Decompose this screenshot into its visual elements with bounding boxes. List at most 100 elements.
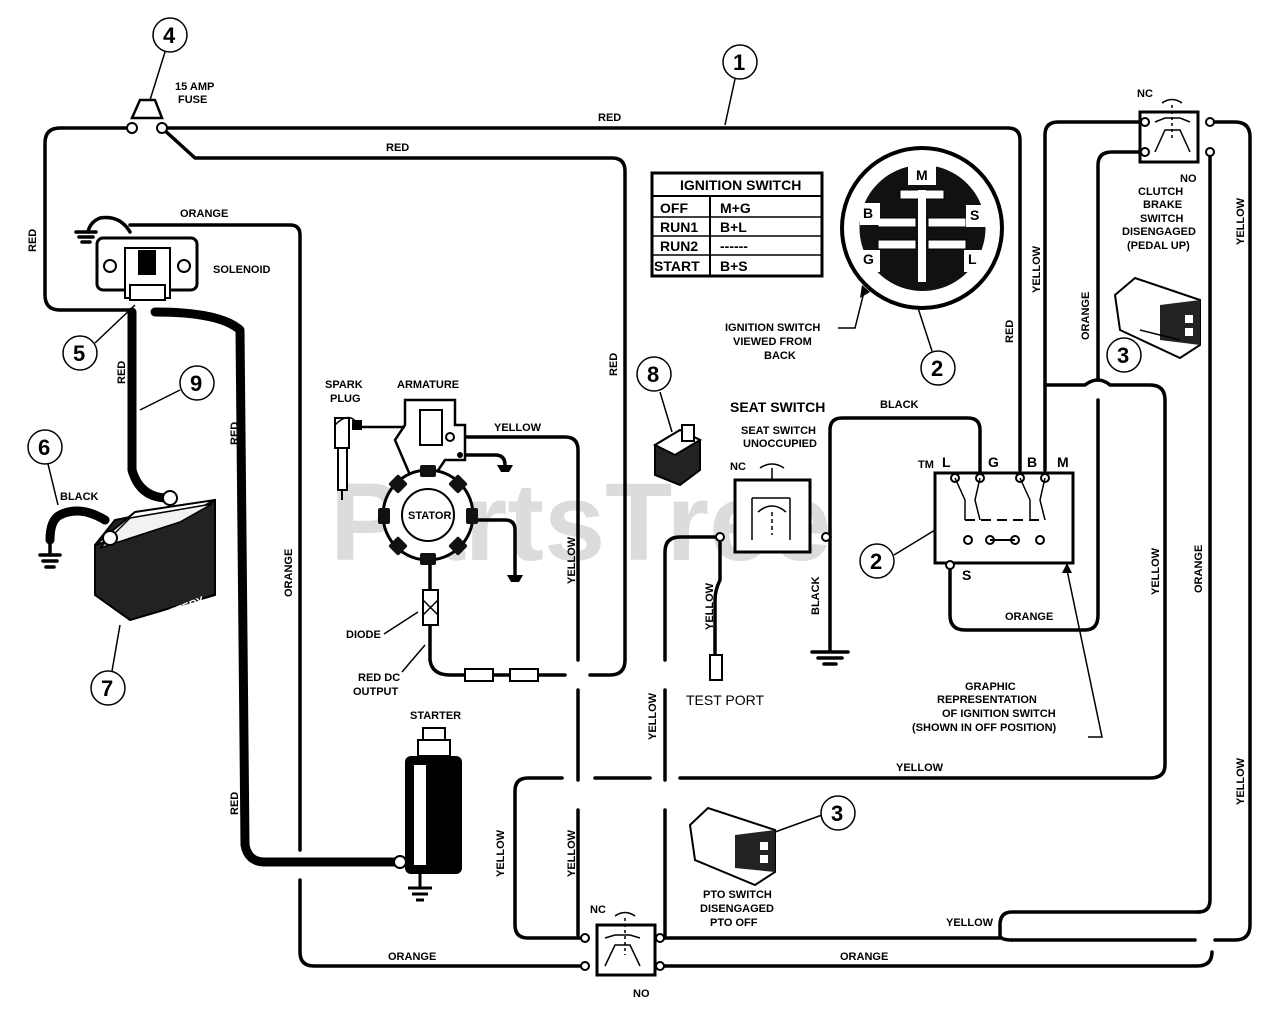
pto-label-3: PTO OFF [710,917,758,929]
graphic-label-2: REPRESENTATION [937,694,1037,706]
clutch-label-4: DISENGAGED [1122,226,1196,238]
ignition-table: IGNITION SWITCH OFF M+G RUN1 B+L RUN2 --… [650,171,824,278]
ign-view-label-3: BACK [764,350,796,362]
wire-label-black-3: BLACK [810,576,822,615]
fuse-label-2: FUSE [178,94,207,106]
ignition-table-title: IGNITION SWITCH [680,177,801,193]
wire-black-ignition [828,416,982,539]
cable-red-starter [150,307,305,867]
callout-1: 1 [733,50,745,75]
test-port-label: TEST PORT [686,692,765,708]
trademark: TM [918,459,934,471]
ign-row-2-pos: RUN2 [660,238,698,254]
pto-no-label: NO [633,988,650,1000]
pto-switch: NC NO PTO SWITCH DISENGAGED PTO OFF [580,889,774,1000]
wire-label-red-7: RED [608,353,620,376]
wire-label-yellow-7: YELLOW [896,762,944,774]
wire-orange-right [1196,150,1212,914]
terminal-g: G [863,251,874,267]
solenoid: SOLENOID [95,236,271,301]
terminal-m: M [916,167,928,183]
wire-label-yellow-12: YELLOW [1235,757,1247,805]
wire-orange-ignition [948,398,1100,632]
spark-plug: SPARK PLUG [325,379,363,500]
seat-switch-label: SEAT SWITCH [730,399,825,415]
wire-label-orange-2: ORANGE [283,549,295,597]
wire-label-orange-7: ORANGE [1193,545,1205,593]
ign-row-0-pos: OFF [660,200,688,216]
wire-label-yellow-2: YELLOW [566,536,578,584]
ign-row-0-conn: M+G [720,200,751,216]
ign-view-label-1: IGNITION SWITCH [725,322,820,334]
wire-label-yellow-10: YELLOW [1235,197,1247,245]
seat-nc-label: NC [730,461,746,473]
wire-labels: RED RED RED RED RED RED RED RED ORANGE O… [27,112,1247,963]
cable-battery-ground [45,506,110,545]
wire-label-orange-6: ORANGE [1080,292,1092,340]
wire-label-orange-3: ORANGE [388,951,436,963]
wire-yellow-loop [678,378,1167,780]
wire-label-red-2: RED [386,142,409,154]
seat-switch-part [652,391,703,487]
wire-red-left-loop [43,126,132,312]
callout-3b: 3 [831,801,843,826]
ignition-switch-back-view: M B S G L IGNITION SWITCH VIEWED FROM BA… [725,146,1004,362]
clutch-nc-label: NC [1137,88,1153,100]
spark-plug-label-1: SPARK [325,379,363,391]
wire-label-red-5: RED [229,422,241,445]
wire-label-black-1: BLACK [60,491,99,503]
ign-view-label-2: VIEWED FROM [733,336,812,348]
callout-2b: 2 [870,549,882,574]
callout-7: 7 [101,676,113,701]
ign-row-2-conn: ------ [720,238,748,254]
test-port: TEST PORT [686,654,765,708]
stator-label: STATOR [408,510,451,522]
clutch-brake-switch: NC NO CLUTCH BRAKE SWITCH DISENGAGED (PE… [1122,88,1215,252]
wire-yellow-armature [453,435,580,662]
red-dc-label-2: OUTPUT [353,686,399,698]
clutch-label-2: BRAKE [1143,199,1182,211]
fuse: 15 AMP FUSE [126,81,214,134]
graphic-label-3: OF IGNITION SWITCH [942,708,1056,720]
wire-label-orange-1: ORANGE [180,208,228,220]
wire-label-yellow-6: YELLOW [566,829,578,877]
armature-label: ARMATURE [397,379,459,391]
spark-plug-label-2: PLUG [330,393,361,405]
stator: STATOR [378,465,478,565]
ign-row-3-conn: B+S [720,258,748,274]
ign-row-1-pos: RUN1 [660,219,698,235]
wire-label-red-6: RED [229,792,241,815]
diode-label: DIODE [346,629,381,641]
ignition-switch-graphic: L G B M S GRAPHIC REPRESENTATION OF IGNI… [912,454,1103,738]
graphic-terminal-g: G [988,454,999,470]
wire-label-yellow-4: YELLOW [647,692,659,740]
callout-3a: 3 [1117,343,1129,368]
wire-orange-bottom-left [298,878,587,968]
diode: DIODE RED DC OUTPUT [346,589,439,698]
red-dc-label-1: RED DC [358,672,400,684]
battery: BATTERY [94,490,216,625]
starter-label: STARTER [410,710,461,722]
wire-label-yellow-5: YELLOW [495,829,507,877]
starter: STARTER [393,710,462,902]
seat-unoccupied-2: UNOCCUPIED [743,438,817,450]
solenoid-label: SOLENOID [213,264,271,276]
callout-2a: 2 [931,356,943,381]
callout-4: 4 [163,23,176,48]
pto-label-2: DISENGAGED [700,903,774,915]
clutch-label-3: SWITCH [1140,213,1183,225]
ign-row-3-pos: START [654,258,700,274]
clutch-switch-part [1113,276,1201,360]
wire-orange-bottom-right [653,950,1214,968]
wire-yellow-right [1208,120,1252,942]
seat-switch: NC SEAT SWITCH SEAT SWITCH UNOCCUPIED [715,399,831,554]
wire-label-red-8: RED [1004,320,1016,343]
wires [38,120,1252,968]
wire-yellow-clutch [1043,120,1147,472]
graphic-terminal-l: L [942,454,951,470]
pto-switch-part [688,806,823,887]
clutch-label-5: (PEDAL UP) [1127,240,1190,252]
wire-label-yellow-1: YELLOW [494,422,542,434]
wire-label-black-2: BLACK [880,399,919,411]
